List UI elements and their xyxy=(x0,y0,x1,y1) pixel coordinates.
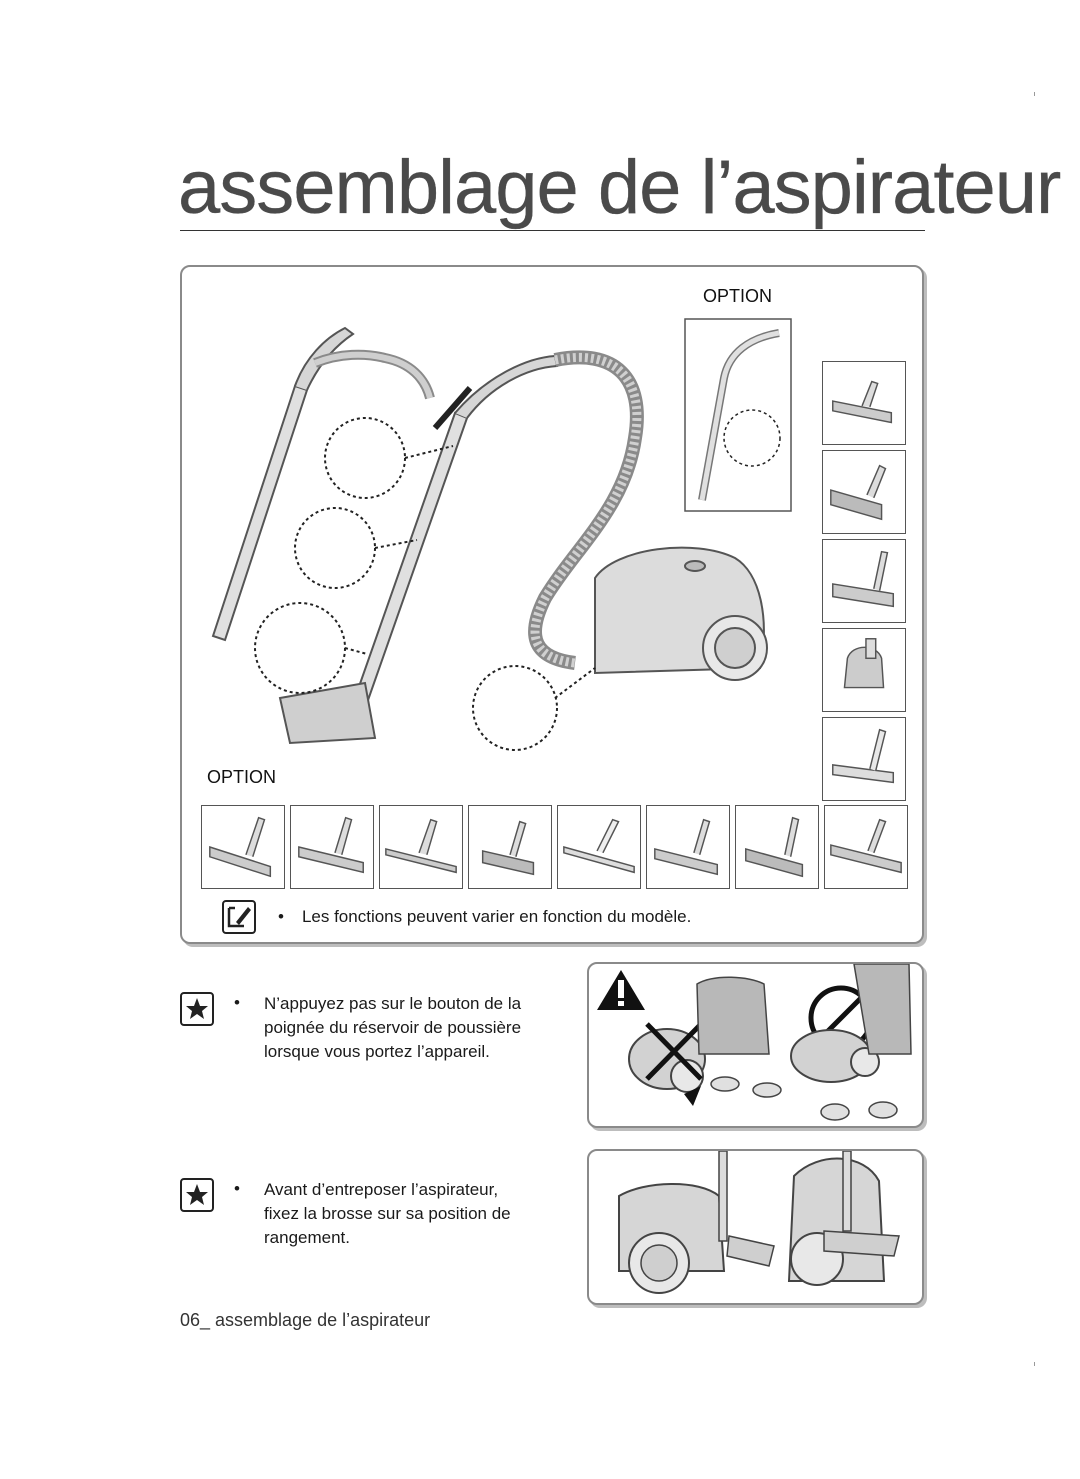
page-footer: 06_ assemblage de l’aspirateur xyxy=(180,1310,431,1330)
page-title: assemblage de l’aspirateur xyxy=(178,145,1062,230)
accessory-tile xyxy=(557,805,641,889)
accessory-tile xyxy=(468,805,552,889)
caution-2-line: rangement. xyxy=(264,1228,350,1247)
corner-mark xyxy=(1034,92,1035,96)
accessory-tile xyxy=(201,805,285,889)
accessory-tile xyxy=(822,717,906,801)
caution-2-line: Avant d’entreposer l’aspirateur, xyxy=(264,1180,499,1199)
caution-1: • N’appuyez pas sur le bouton de la poig… xyxy=(180,992,570,1064)
bullet: • xyxy=(234,1179,240,1198)
option-label-top: OPTION xyxy=(703,286,773,306)
accessory-tile xyxy=(822,628,906,712)
accessory-tile xyxy=(822,539,906,623)
corner-mark xyxy=(1034,1362,1035,1366)
caution-star-icon xyxy=(180,992,214,1026)
option-label-bottom: OPTION xyxy=(207,767,277,787)
note-text: •Les fonctions peuvent varier en fonctio… xyxy=(278,907,692,926)
title-underline xyxy=(180,230,925,231)
caution-star-icon xyxy=(180,1178,214,1212)
accessory-tile xyxy=(822,361,906,445)
accessory-tile xyxy=(646,805,730,889)
caution-2-line: fixez la brosse sur sa position de xyxy=(264,1204,511,1223)
note-row: •Les fonctions peuvent varier en fonctio… xyxy=(222,900,691,934)
accessory-tile xyxy=(290,805,374,889)
option-wand-illustration xyxy=(684,318,792,512)
caution-1-line: N’appuyez pas sur le bouton de la xyxy=(264,994,522,1013)
vacuum-assembly-illustration xyxy=(211,326,768,751)
storage-position-illustration xyxy=(587,1149,924,1305)
accessory-tile xyxy=(822,450,906,534)
caution-1-line: poignée du réservoir de poussière xyxy=(264,1018,522,1037)
carry-warning-illustration xyxy=(587,962,924,1128)
note-pencil-icon xyxy=(222,900,256,934)
bullet: • xyxy=(234,993,240,1012)
accessory-tile xyxy=(735,805,819,889)
accessory-tile xyxy=(824,805,908,889)
caution-1-line: lorsque vous portez l’appareil. xyxy=(264,1042,490,1061)
accessory-tile xyxy=(379,805,463,889)
caution-2: • Avant d’entreposer l’aspirateur, fixez… xyxy=(180,1178,570,1250)
